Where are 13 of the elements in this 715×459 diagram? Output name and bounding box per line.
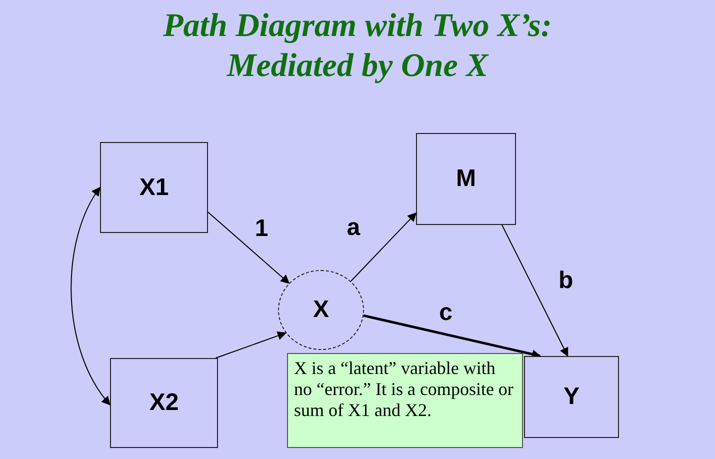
variable-box: X1 xyxy=(100,142,208,233)
note-box: X is a “latent” variable with no “error.” It is a composite or sum of X1 and X2. xyxy=(287,353,523,448)
arrow xyxy=(350,212,417,282)
diagram-title: Path Diagram with Two X’s: Mediated by One X xyxy=(162,7,553,86)
arrow xyxy=(502,224,568,357)
arrow xyxy=(215,331,287,358)
variable-box: M xyxy=(416,133,516,225)
variable-box: X2 xyxy=(110,358,218,448)
variable-box: Y xyxy=(524,356,619,438)
arrow xyxy=(208,212,290,284)
arrow xyxy=(363,314,542,359)
latent-variable-circle: X xyxy=(278,270,364,350)
arrow xyxy=(70,186,111,406)
